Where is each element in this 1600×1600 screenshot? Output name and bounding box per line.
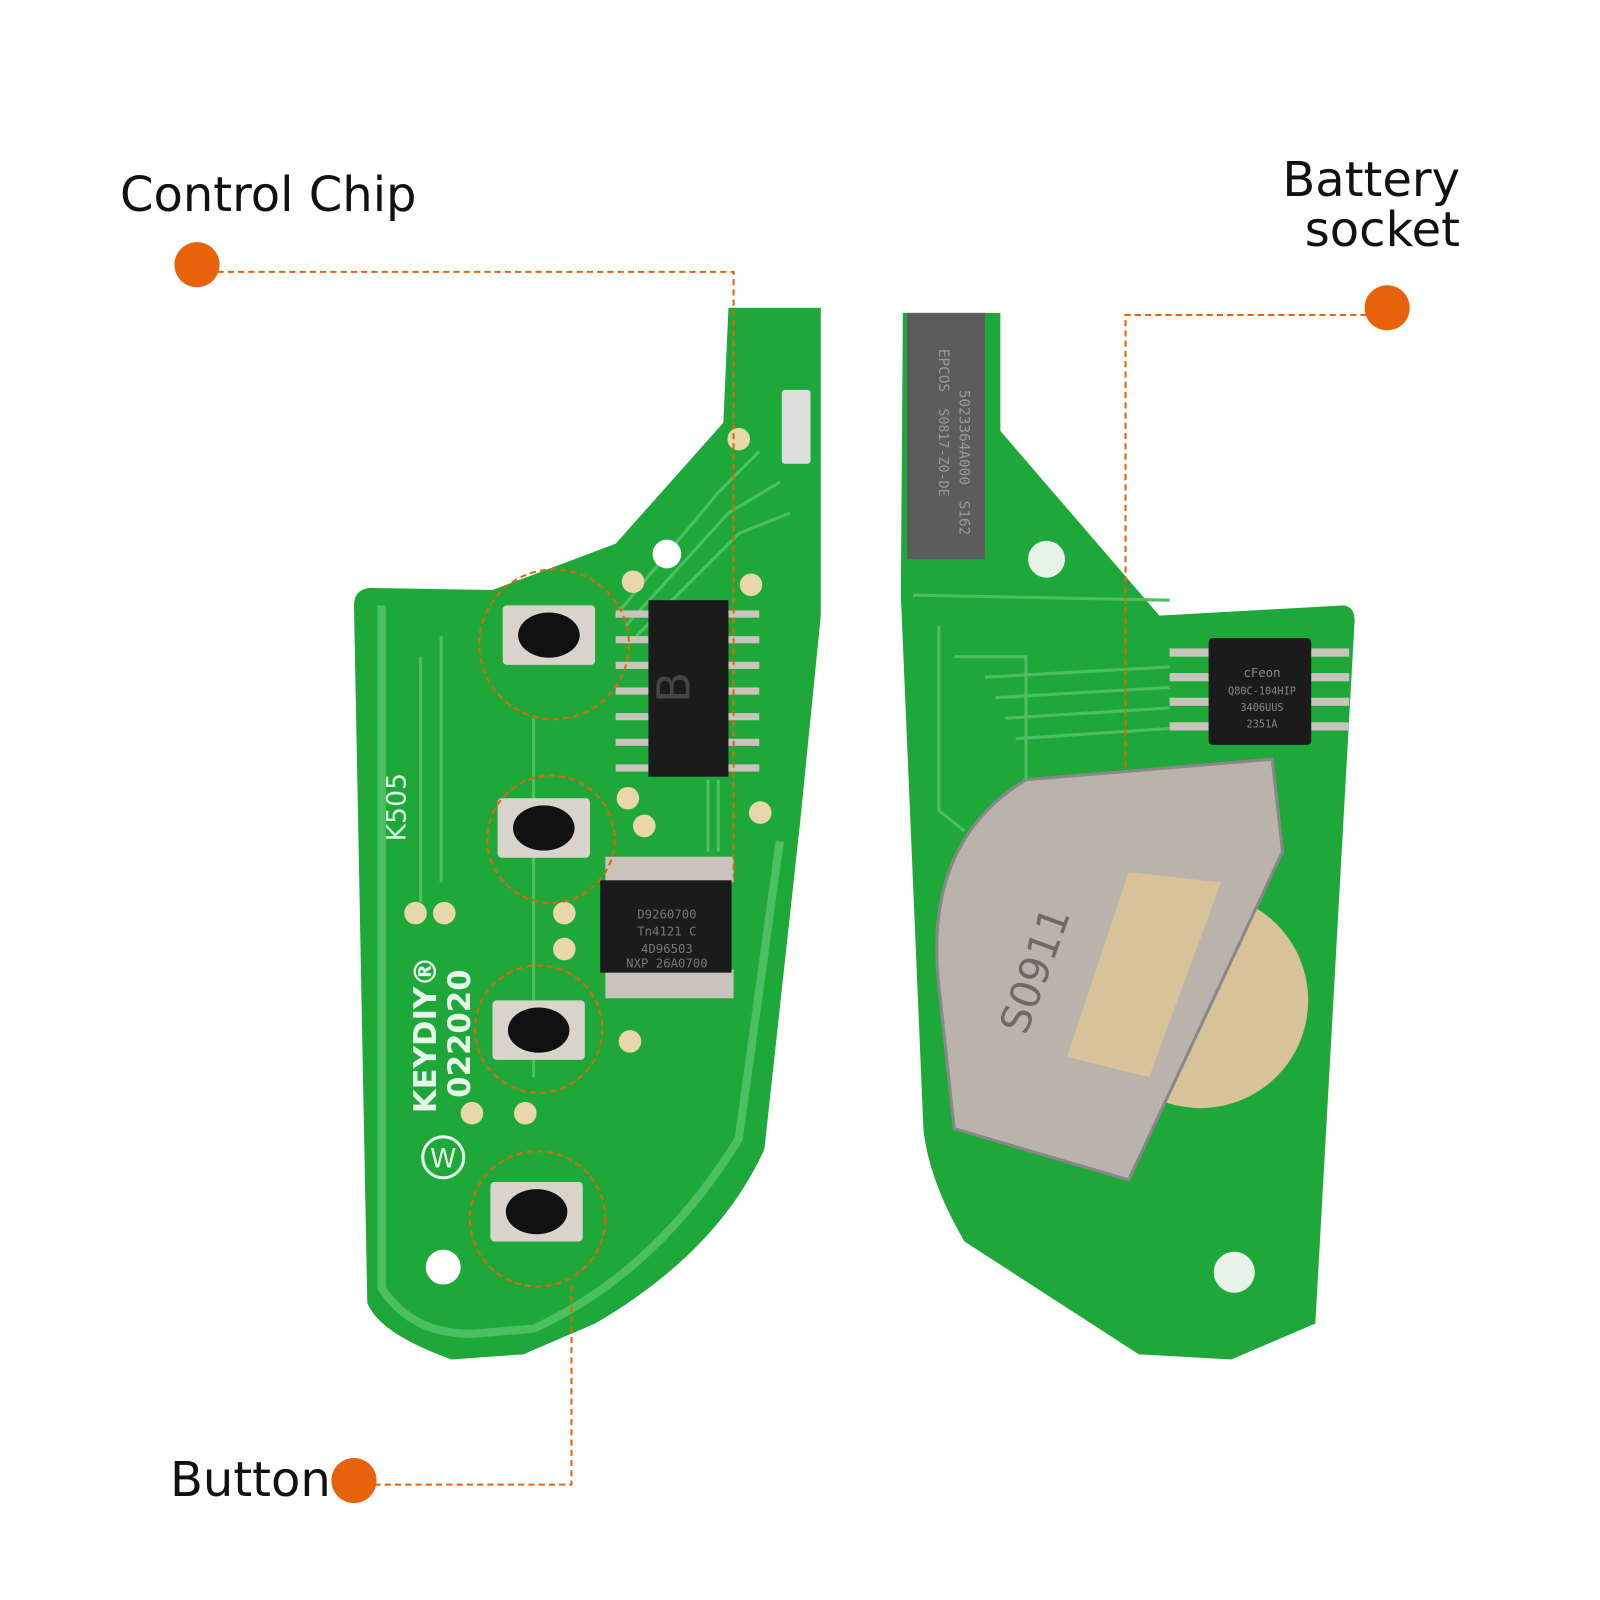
svg-text:B: B [647,672,700,703]
svg-text:KEYDIY®: KEYDIY® [408,956,444,1113]
svg-text:022020: 022020 [442,969,478,1097]
flash-chip-marking-line2: Q80C-104HIP [1228,686,1296,698]
svg-text:Tn4121 C: Tn4121 C [637,925,696,939]
battery-socket: S0911 [935,757,1309,1182]
flash-chip: cFeon Q80C-104HIP 3406UUS 2351A [1169,638,1350,745]
flash-chip-marking-line4: 2351A [1247,718,1278,730]
button-label: Button [170,1452,331,1508]
flash-chip-marking-line3: 3406UUS [1240,702,1283,714]
svg-text:D9260700: D9260700 [637,907,696,921]
control-chip: B [615,600,760,777]
control-chip-label: Control Chip [120,167,417,223]
battery-socket-marker [1364,285,1410,331]
svg-text:4D96503: 4D96503 [641,942,693,956]
nxp-chip: D9260700 Tn4121 C 4D96503 NXP 26A0700 [600,856,734,999]
callout-lines [196,270,1388,1486]
control-chip-marker [174,242,220,288]
antenna-marking-line4: S162 [955,501,971,536]
button-marker [331,1457,377,1504]
svg-text:W: W [430,1144,456,1175]
svg-text:NXP 26A0700: NXP 26A0700 [626,957,707,971]
battery-socket-label-line2: socket [1304,202,1460,258]
button-switches [490,605,596,1242]
battery-socket-label: Battery socket [1282,155,1460,255]
svg-text:5023364A000: 5023364A000 [955,390,971,485]
antenna-marking-line3: S0817-Z0-DE [935,408,950,496]
svg-text:EPCOS: EPCOS [935,349,951,392]
svg-text:cFeon: cFeon [1243,666,1280,680]
battery-socket-label-line1: Battery [1282,152,1460,208]
antenna-component: EPCOS 5023364A000 S0817-Z0-DE S162 [906,312,985,560]
svg-text:K505: K505 [381,773,412,841]
